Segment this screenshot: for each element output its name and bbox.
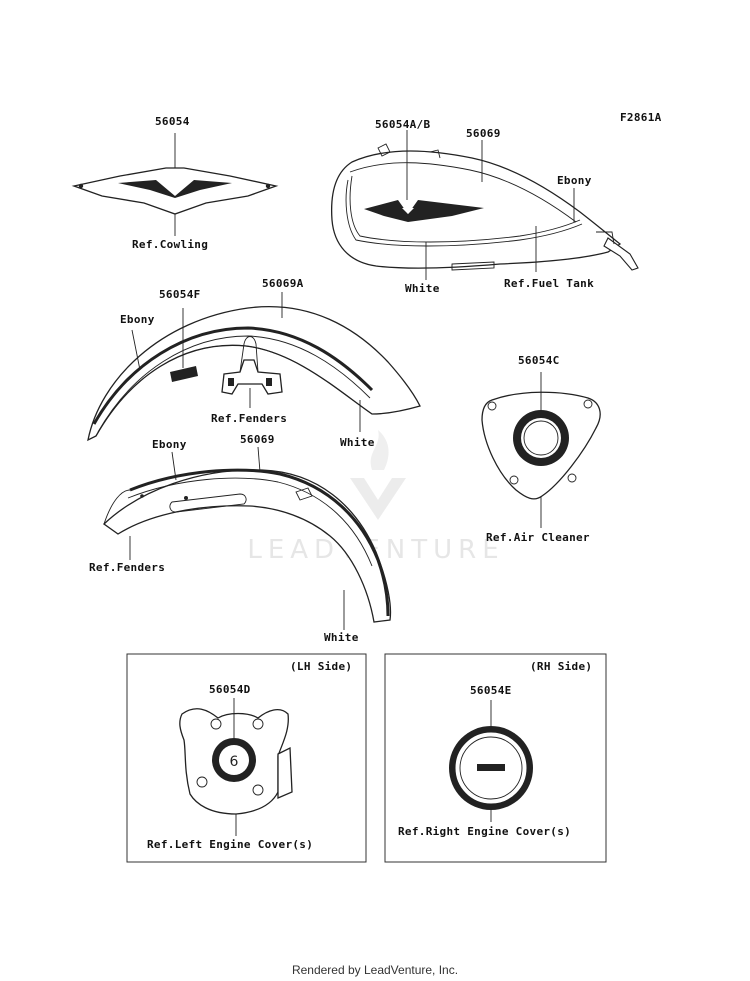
label-ref-cowling: Ref.Cowling (132, 238, 208, 251)
label-ref-right-engine-cover: Ref.Right Engine Cover(s) (398, 825, 571, 838)
label-ebony-front: Ebony (120, 313, 155, 326)
rh-side-panel (384, 653, 607, 863)
cowling-emblem-part (71, 133, 279, 236)
left-engine-cover-side (277, 746, 293, 799)
front-fender-stripe (92, 326, 374, 425)
rear-fender-part (102, 446, 392, 630)
tank-stripe (349, 162, 577, 223)
label-56054e: 56054E (470, 684, 512, 697)
svg-text:6: 6 (230, 754, 239, 770)
front-fender-part (87, 292, 421, 442)
label-ref-fenders-rear: Ref.Fenders (89, 561, 165, 574)
air-cleaner-part (481, 372, 601, 528)
right-engine-cover-part (449, 700, 533, 822)
front-fender-mount (221, 359, 283, 395)
label-56069-tank: 56069 (466, 127, 501, 140)
tank-mount-bracket (603, 237, 639, 271)
label-ebony-tank: Ebony (557, 174, 592, 187)
label-56054f: 56054F (159, 288, 201, 301)
label-56054d: 56054D (209, 683, 251, 696)
label-56069-rear: 56069 (240, 433, 275, 446)
tank-wing-logo-icon (364, 200, 484, 222)
label-white-tank: White (405, 282, 440, 295)
label-white-rear: White (324, 631, 359, 644)
front-fender-decal (170, 366, 198, 382)
brand-badge-icon (477, 764, 505, 771)
rear-fender-stripe (129, 468, 390, 617)
wing-logo-icon (118, 180, 232, 198)
label-56069a: 56069A (262, 277, 304, 290)
label-ref-fuel-tank: Ref.Fuel Tank (504, 277, 594, 290)
left-engine-cover-part: 6 (179, 698, 293, 836)
tank-tab (451, 261, 495, 271)
rear-fender-plate (169, 493, 247, 513)
label-56054c: 56054C (518, 354, 560, 367)
figure-id: F2861A (620, 111, 662, 124)
label-ref-fenders-front: Ref.Fenders (211, 412, 287, 425)
label-rh-side: (RH Side) (530, 660, 592, 673)
label-lh-side: (LH Side) (290, 660, 352, 673)
label-ref-left-engine-cover: Ref.Left Engine Cover(s) (147, 838, 313, 851)
fuel-tank-part (330, 130, 639, 280)
footer-credit: Rendered by LeadVenture, Inc. (291, 963, 459, 977)
label-56054ab: 56054A/B (375, 118, 430, 131)
label-ref-air-cleaner: Ref.Air Cleaner (486, 531, 590, 544)
label-white-front: White (340, 436, 375, 449)
lh-side-panel (126, 653, 367, 863)
tank-panel-line (345, 179, 583, 247)
label-ebony-rear: Ebony (152, 438, 187, 451)
label-56054: 56054 (155, 115, 190, 128)
